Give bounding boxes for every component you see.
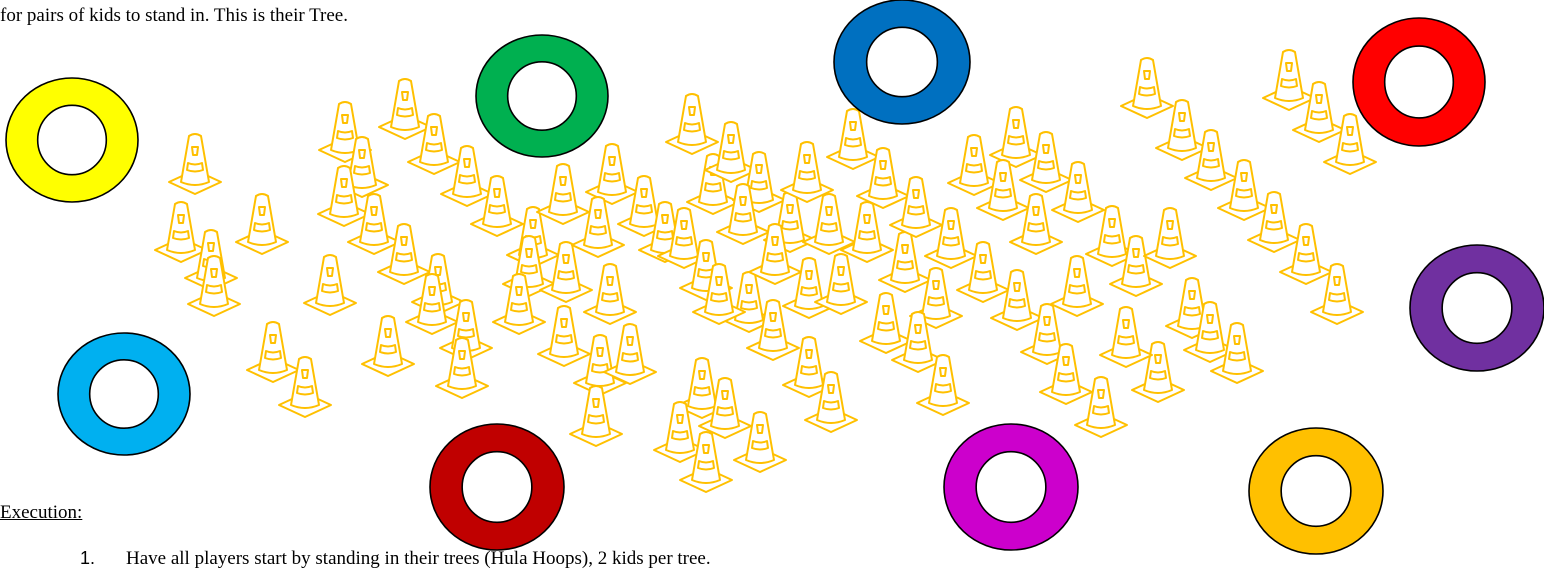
traffic-cone-icon — [1218, 160, 1270, 220]
traffic-cone-icon — [586, 144, 638, 204]
traffic-cone-icon — [1144, 208, 1196, 268]
traffic-cone-icon — [666, 94, 718, 154]
traffic-cone-icon — [362, 316, 414, 376]
traffic-cone-icon — [879, 232, 931, 292]
traffic-cone-icon — [841, 202, 893, 262]
hula-hoop-icon — [476, 35, 608, 157]
hula-hoop-icon — [1410, 245, 1544, 371]
execution-heading: Execution: — [0, 501, 82, 525]
traffic-cone-icon — [570, 386, 622, 446]
traffic-cone-icon — [441, 146, 493, 206]
traffic-cone-icon — [1075, 377, 1127, 437]
traffic-cone-icon — [1051, 256, 1103, 316]
step-number: 1. — [80, 546, 126, 570]
traffic-cone-icon — [990, 107, 1042, 167]
traffic-cone-icon — [379, 79, 431, 139]
traffic-cone-icon — [584, 264, 636, 324]
step-text: Have all players start by standing in th… — [126, 548, 711, 569]
traffic-cone-icon — [538, 306, 590, 366]
traffic-cone-icon — [1280, 224, 1332, 284]
traffic-cone-icon — [169, 134, 221, 194]
hula-hoop-icon — [1249, 428, 1383, 554]
traffic-cone-icon — [803, 194, 855, 254]
hula-hoop-icon — [6, 78, 138, 202]
traffic-cone-icon — [815, 254, 867, 314]
traffic-cone-icon — [304, 255, 356, 315]
traffic-cone-icon — [572, 197, 624, 257]
hula-hoop-icon — [944, 424, 1078, 550]
hula-hoop-icon — [430, 424, 564, 550]
traffic-cone-icon — [1263, 50, 1315, 110]
hula-hoop-icon — [834, 0, 970, 124]
traffic-cone-icon — [781, 142, 833, 202]
traffic-cone-icon — [247, 322, 299, 382]
traffic-cone-icon — [991, 270, 1043, 330]
cone-field — [155, 50, 1376, 492]
traffic-cone-icon — [890, 177, 942, 237]
step-item: 1.Have all players start by standing in … — [80, 546, 711, 571]
hula-hoop-icon — [58, 333, 190, 455]
traffic-cone-icon — [1100, 307, 1152, 367]
traffic-cone-icon — [604, 324, 656, 384]
traffic-cone-icon — [188, 256, 240, 316]
traffic-cone-icon — [155, 202, 207, 262]
traffic-cone-icon — [236, 194, 288, 254]
hula-hoop-icon — [1353, 18, 1485, 146]
traffic-cone-icon — [1121, 58, 1173, 118]
traffic-cone-icon — [1052, 162, 1104, 222]
traffic-cone-icon — [537, 164, 589, 224]
traffic-cone-icon — [925, 208, 977, 268]
